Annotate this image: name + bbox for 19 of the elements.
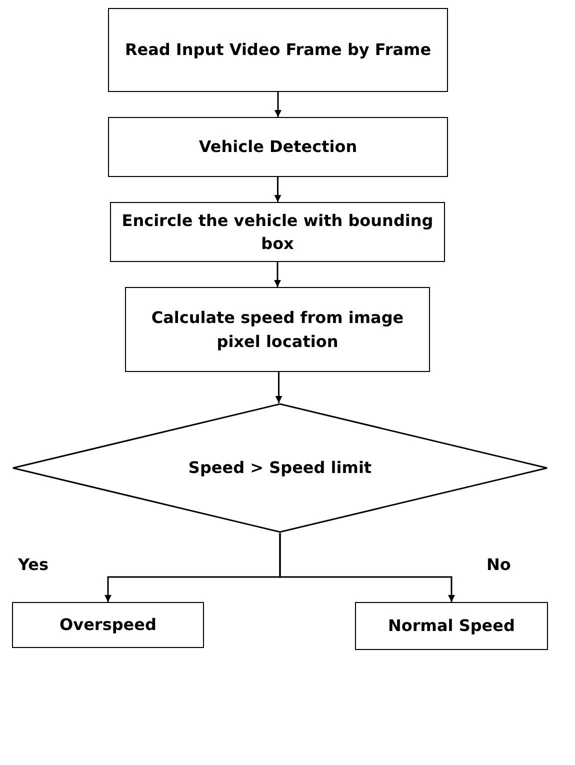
- node-text: Vehicle Detection: [198, 136, 358, 158]
- process-box: [125, 287, 430, 372]
- arrow: [275, 372, 282, 403]
- process-box: [12, 602, 204, 648]
- arrow: [274, 92, 282, 117]
- process-box: [110, 202, 445, 262]
- process-box: [108, 117, 448, 177]
- process-box: [355, 602, 548, 650]
- arrow: [279, 533, 455, 602]
- node-text: Normal Speed: [387, 615, 516, 638]
- node-text: Overspeed: [58, 614, 158, 636]
- node-text: Calculate speed from image pixel location: [150, 307, 405, 352]
- arrow: [274, 177, 282, 202]
- decision-diamond: [12, 403, 548, 533]
- process-box: [108, 8, 448, 92]
- node-text: Encircle the vehicle with bounding box: [120, 210, 434, 255]
- arrow: [274, 262, 281, 287]
- node-text: Read Input Video Frame by Frame: [124, 39, 432, 62]
- node-text: Speed > Speed limit: [187, 457, 373, 480]
